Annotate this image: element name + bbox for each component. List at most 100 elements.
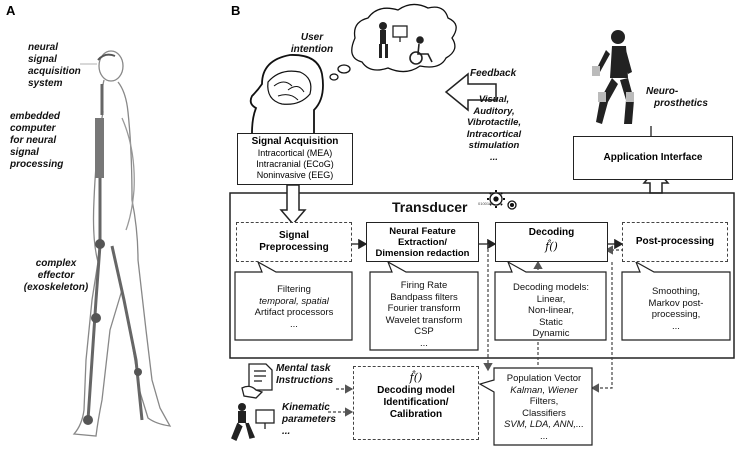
calibration-models-notes: Population Vector Kalman, Wiener Filters… <box>496 373 592 442</box>
note-line: temporal, spatial <box>259 295 329 307</box>
complex-effector-label: complex effector (exoskeleton) <box>16 258 96 294</box>
callout-feature <box>369 260 479 351</box>
label-line: Instructions <box>276 375 334 386</box>
note-line: Firing Rate <box>400 280 448 291</box>
title-line: Calibration <box>389 409 443 420</box>
preprocessing-notes: Filtering temporal, spatial Artifact pro… <box>238 284 350 330</box>
feedback-item: Vibrotactile, <box>466 117 522 128</box>
note-line: Kalman, Wiener <box>510 384 578 396</box>
user-intention-label: User intention <box>282 32 342 56</box>
note-line: Smoothing, <box>651 286 701 297</box>
label-line: signal <box>28 54 57 65</box>
label-line: User <box>300 32 324 43</box>
feedback-item: Visual, <box>478 94 510 105</box>
embedded-computer-label: embedded computer for neural signal proc… <box>10 111 96 171</box>
head-brain-icon <box>249 54 324 134</box>
feedback-item: stimulation <box>468 140 520 151</box>
panel-b-letter: B <box>231 3 241 18</box>
signal-acquisition-items: Intracortical (MEA) Intracranial (ECoG) … <box>238 148 352 181</box>
note-line: Wavelet transform <box>385 314 463 326</box>
label-line: intention <box>290 44 334 55</box>
acquisition-item: Intracortical (MEA) <box>257 148 333 158</box>
label-line: effector <box>37 270 75 281</box>
label-line: signal <box>10 147 39 158</box>
feature-notes: Firing Rate Bandpass filters Fourier tra… <box>372 280 476 349</box>
label-line: system <box>28 78 63 89</box>
label-line: parameters <box>282 414 336 425</box>
mental-task-label: Mental task Instructions <box>276 363 356 387</box>
acquisition-headset <box>97 53 116 61</box>
note-line: Linear, <box>536 293 566 305</box>
signal-acquisition-box: Signal Acquisition Intracortical (MEA) I… <box>237 133 353 185</box>
title-line: Decoding model <box>377 385 455 396</box>
preprocessing-title: Signal Preprocessing <box>237 230 351 254</box>
note-line: Filtering <box>277 284 311 295</box>
label-line: complex <box>35 258 77 269</box>
title-line: Neural Feature <box>389 225 456 237</box>
label-line: Neuro- <box>646 86 679 97</box>
person-with-exoskeleton-figure <box>72 50 172 437</box>
exoskeleton-joints <box>83 239 142 425</box>
signal-acquisition-title: Signal Acquisition <box>251 136 339 147</box>
note-line: ... <box>420 337 428 349</box>
calibration-title: Decoding model Identification/ Calibrati… <box>354 385 478 421</box>
neuroprosthetics-label: Neuro- prosthetics <box>646 86 736 110</box>
feedback-items: Visual, Auditory, Vibrotactile, Intracor… <box>446 94 542 163</box>
note-line: SVM, LDA, ANN,... <box>504 419 584 430</box>
title-line: Preprocessing <box>259 242 329 253</box>
calibration-function: f̂() <box>409 371 423 384</box>
transducer-box <box>229 192 735 359</box>
note-line: Classifiers <box>522 407 566 419</box>
signal-preprocessing-box: Signal Preprocessing <box>236 222 352 262</box>
walking-with-screen-icon <box>379 22 408 58</box>
feedback-arrow <box>444 72 497 112</box>
label-line: neural <box>28 42 59 53</box>
callout-postprocessing <box>621 260 731 341</box>
label-line: ... <box>282 426 291 437</box>
feature-extraction-box: Neural Feature Extraction/ Dimension red… <box>366 222 479 262</box>
gears-icon <box>487 190 517 210</box>
decoding-notes: Decoding models: Linear, Non-linear, Sta… <box>497 282 605 340</box>
acquisition-item: Intracranial (ECoG) <box>256 159 334 169</box>
thought-cloud <box>329 3 457 81</box>
note-line: processing, <box>651 309 701 320</box>
kinematic-walker-icon <box>231 403 275 442</box>
label-line: Mental task <box>276 363 331 374</box>
title-line: Dimension redaction <box>375 247 470 259</box>
embedded-computer-block <box>95 118 104 178</box>
note-line: Bandpass filters <box>390 291 458 303</box>
transducer-title: Transducer <box>392 199 468 215</box>
feedback-item: ... <box>490 151 498 163</box>
postprocessing-notes: Smoothing, Markov post- processing, ... <box>624 286 728 332</box>
application-interface-box: Application Interface <box>573 136 733 180</box>
panel-a-letter: A <box>6 3 16 18</box>
gear-binary-text: 0100101 <box>478 201 494 206</box>
label-line: (exoskeleton) <box>23 282 89 293</box>
label-line: acquisition <box>28 66 81 77</box>
kinematic-label: Kinematic parameters ... <box>282 402 352 438</box>
label-line: processing <box>10 159 64 170</box>
title-line: Identification/ <box>383 397 449 408</box>
note-line: Decoding models: <box>512 282 590 293</box>
note-line: ... <box>540 430 548 442</box>
label-line: for neural <box>10 135 57 146</box>
label-line: computer <box>10 123 56 134</box>
note-line: Markov post- <box>648 297 704 309</box>
note-line: Non-linear, <box>528 305 574 316</box>
acquisition-down-arrow <box>279 184 307 226</box>
document-hand-icon <box>241 363 273 399</box>
note-line: Dynamic <box>532 328 570 339</box>
title-line: Signal <box>278 230 309 241</box>
label-line: embedded <box>10 111 61 122</box>
label-line: Kinematic <box>282 402 330 413</box>
title-line: Extraction/ <box>397 236 448 248</box>
dashed-right-to-calibration <box>590 262 613 393</box>
acquisition-item: Noninvasive (EEG) <box>256 170 334 180</box>
note-line: ... <box>290 318 298 330</box>
decoding-box: Decoding f̂() <box>495 222 608 262</box>
note-line: Artifact processors <box>254 307 334 318</box>
postprocessing-title: Post-processing <box>635 236 715 247</box>
callout-calibration-models <box>478 367 593 446</box>
wheelchair-icon <box>409 36 433 65</box>
